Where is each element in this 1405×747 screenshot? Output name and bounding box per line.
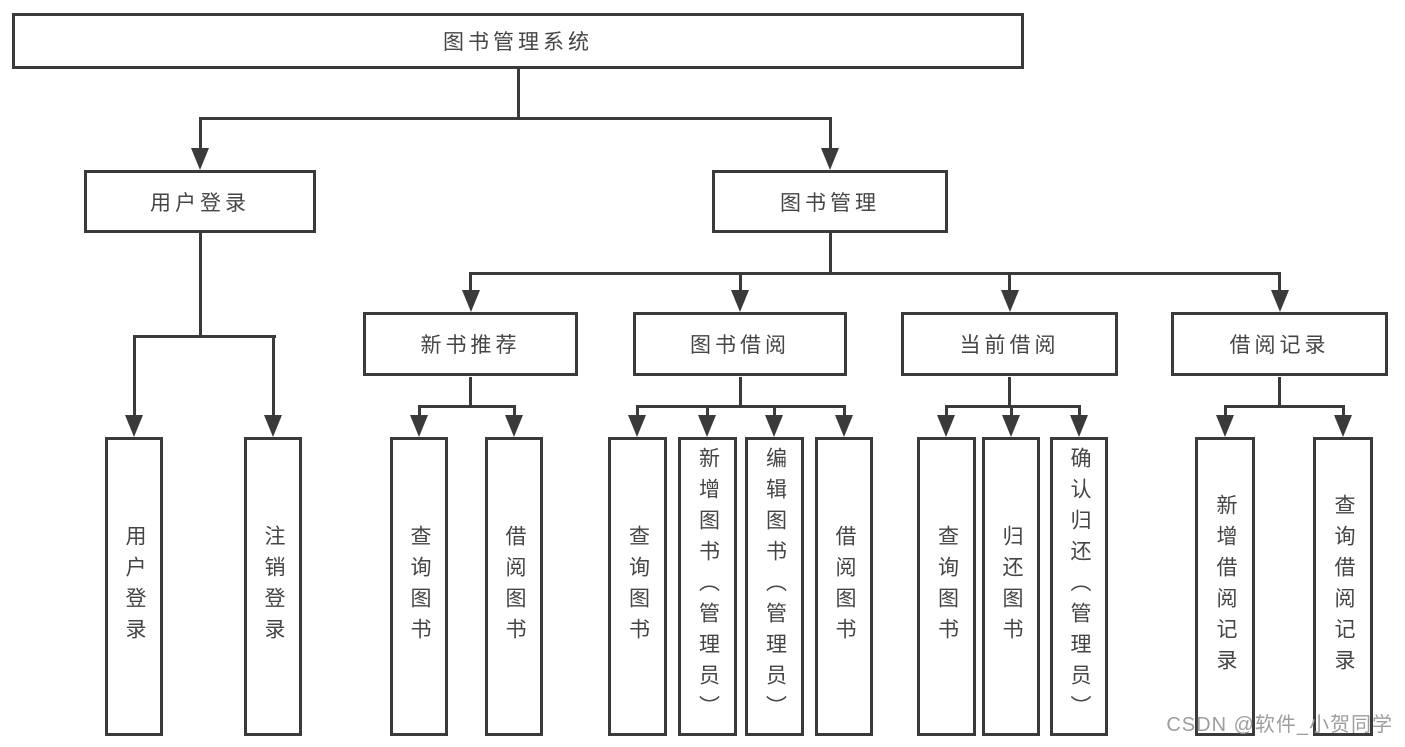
connector-line <box>271 334 275 417</box>
connector-line <box>738 271 742 292</box>
connector-line <box>1278 377 1281 406</box>
leaf-borrow-books: 借阅图书 <box>815 437 873 736</box>
arrow-down-icon <box>698 415 716 437</box>
connector-line <box>1341 404 1345 417</box>
arrow-down-icon <box>125 415 143 437</box>
arrow-down-icon <box>765 415 783 437</box>
connector-line <box>1008 377 1011 406</box>
node-new-book-recommendation: 新书推荐 <box>363 312 578 376</box>
arrow-down-icon <box>410 415 428 437</box>
leaf-return-books: 归还图书 <box>982 437 1040 736</box>
connector-line <box>635 404 846 408</box>
arrow-down-icon <box>1000 290 1019 312</box>
connector-line <box>944 404 1081 408</box>
connector-line <box>516 69 520 119</box>
node-book-management: 图书管理 <box>712 170 948 233</box>
connector-line <box>1077 404 1081 417</box>
arrow-down-icon <box>1070 415 1088 437</box>
connector-line <box>1223 404 1345 408</box>
connector-line <box>469 377 472 406</box>
connector-line <box>828 117 832 150</box>
connector-line <box>417 404 421 417</box>
arrow-down-icon <box>937 415 955 437</box>
leaf-user-login: 用户登录 <box>105 437 163 736</box>
leaf-query-borrowing-record: 查询借阅记录 <box>1313 437 1373 736</box>
connector-line <box>469 271 472 292</box>
connector-line <box>417 404 516 408</box>
arrow-down-icon <box>1334 415 1352 437</box>
leaf-borrow-books-recommend: 借阅图书 <box>485 437 543 736</box>
connector-line <box>1278 271 1281 292</box>
arrow-down-icon <box>191 148 209 170</box>
connector-line <box>944 404 948 417</box>
leaf-edit-books-admin: 编辑图书（管理员） <box>745 437 804 736</box>
arrow-down-icon <box>731 290 749 312</box>
leaf-query-books-recommend: 查询图书 <box>390 437 448 736</box>
arrow-down-icon <box>1002 415 1020 437</box>
arrow-down-icon <box>1216 415 1234 437</box>
leaf-query-books-current: 查询图书 <box>917 437 976 736</box>
watermark: CSDN @软件_小贺同学 <box>1166 714 1393 736</box>
node-library-management-system: 图书管理系统 <box>12 13 1024 69</box>
connector-line <box>132 334 276 338</box>
leaf-logout: 注销登录 <box>244 437 302 736</box>
arrow-down-icon <box>461 290 480 312</box>
connector-line <box>512 404 516 417</box>
connector-line <box>1008 271 1011 292</box>
arrow-down-icon <box>1270 290 1289 312</box>
node-book-borrowing: 图书借阅 <box>633 312 847 376</box>
node-borrowing-records: 借阅记录 <box>1171 312 1388 376</box>
arrow-down-icon <box>264 415 282 437</box>
connector-line <box>198 117 202 150</box>
connector-line <box>705 404 709 417</box>
connector-line <box>635 404 639 417</box>
leaf-add-books-admin: 新增图书（管理员） <box>678 437 737 736</box>
connector-line <box>198 117 832 120</box>
connector-line <box>198 233 202 337</box>
connector-line <box>842 404 846 417</box>
arrow-down-icon <box>821 148 839 170</box>
connector-line <box>1223 404 1227 417</box>
connector-line <box>1009 404 1013 417</box>
connector-line <box>828 233 832 274</box>
leaf-add-borrowing-record: 新增借阅记录 <box>1195 437 1255 736</box>
connector-line <box>132 334 136 417</box>
node-user-login: 用户登录 <box>84 170 316 233</box>
arrow-down-icon <box>628 415 646 437</box>
arrow-down-icon <box>835 415 853 437</box>
connector-line <box>469 271 1281 275</box>
leaf-query-books-borrowing: 查询图书 <box>608 437 667 736</box>
leaf-confirm-return-admin: 确认归还（管理员） <box>1050 437 1108 736</box>
arrow-down-icon <box>505 415 523 437</box>
connector-line <box>772 404 776 417</box>
connector-line <box>738 377 742 406</box>
node-current-borrowing: 当前借阅 <box>901 312 1118 376</box>
